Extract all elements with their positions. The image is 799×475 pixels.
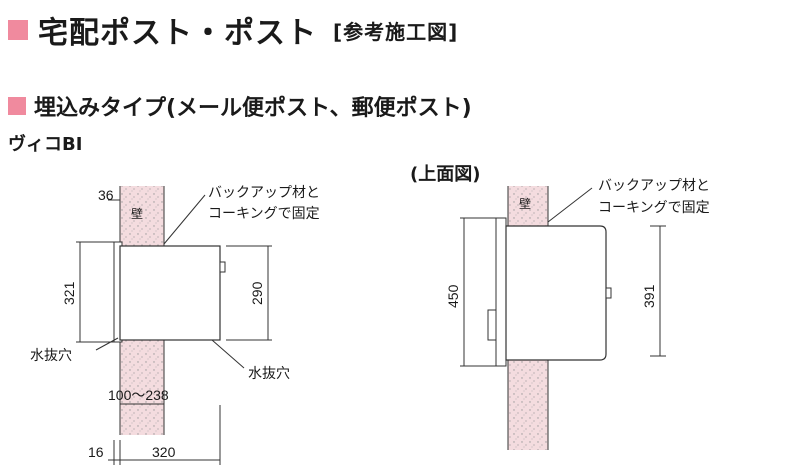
top-mailbox-body [505,225,607,361]
dim-flange: 16 [88,444,104,460]
side-wall-label: 壁 [131,206,143,221]
dim-depth: 320 [152,444,176,460]
top-flange [495,217,507,367]
top-handle [605,287,612,299]
section-title-text: 埋込みタイプ(メール便ポスト、郵便ポスト) [34,96,472,121]
side-mailbox-body [119,245,221,341]
dim-wall-thickness: 36 [98,187,114,203]
top-view-label: (上面図) [410,164,481,185]
side-callout-leader [163,194,206,245]
top-wall-upper [508,186,548,226]
dim-inner-height: 290 [249,281,265,305]
dim-wall-range: 100～238 [108,387,169,403]
drain-right-label: 水抜穴 [248,365,290,381]
wall-upper [120,186,164,246]
page-title-text: 宅配ポスト・ポスト [38,16,317,51]
dim-top-width: 450 [445,284,461,308]
drain-left-leader [95,337,119,351]
page-subtitle: [参考施工図] [333,19,459,44]
side-callout-line2: コーキングで固定 [208,205,320,221]
title-marker-icon [8,20,28,40]
top-callout-line2: コーキングで固定 [598,199,710,215]
wall-lower [120,340,164,435]
top-view: 壁 450 391 バックアップ材と コーキングで固定 [445,177,710,450]
section-title: 埋込みタイプ(メール便ポスト、郵便ポスト) [8,90,472,122]
top-hinge [487,309,497,341]
product-name: ヴィコBⅠ [8,134,83,155]
side-callout-line1: バックアップ材と [208,184,320,200]
page-title: 宅配ポスト・ポスト [参考施工図] [8,8,458,52]
top-wall-lower [508,360,548,450]
top-callout-leader [547,187,593,223]
drain-right-leader [211,339,245,369]
side-view: 壁 36 321 290 バックアップ材と コーキングで固定 水抜穴 水抜穴 1… [30,184,320,465]
dim-height: 321 [61,281,77,305]
dim-top-inner-width: 391 [641,284,657,308]
top-callout-line1: バックアップ材と [598,177,710,193]
side-handle [219,261,226,273]
top-wall-label: 壁 [519,196,531,211]
drain-left-label: 水抜穴 [30,347,72,363]
section-marker-icon [8,97,26,115]
